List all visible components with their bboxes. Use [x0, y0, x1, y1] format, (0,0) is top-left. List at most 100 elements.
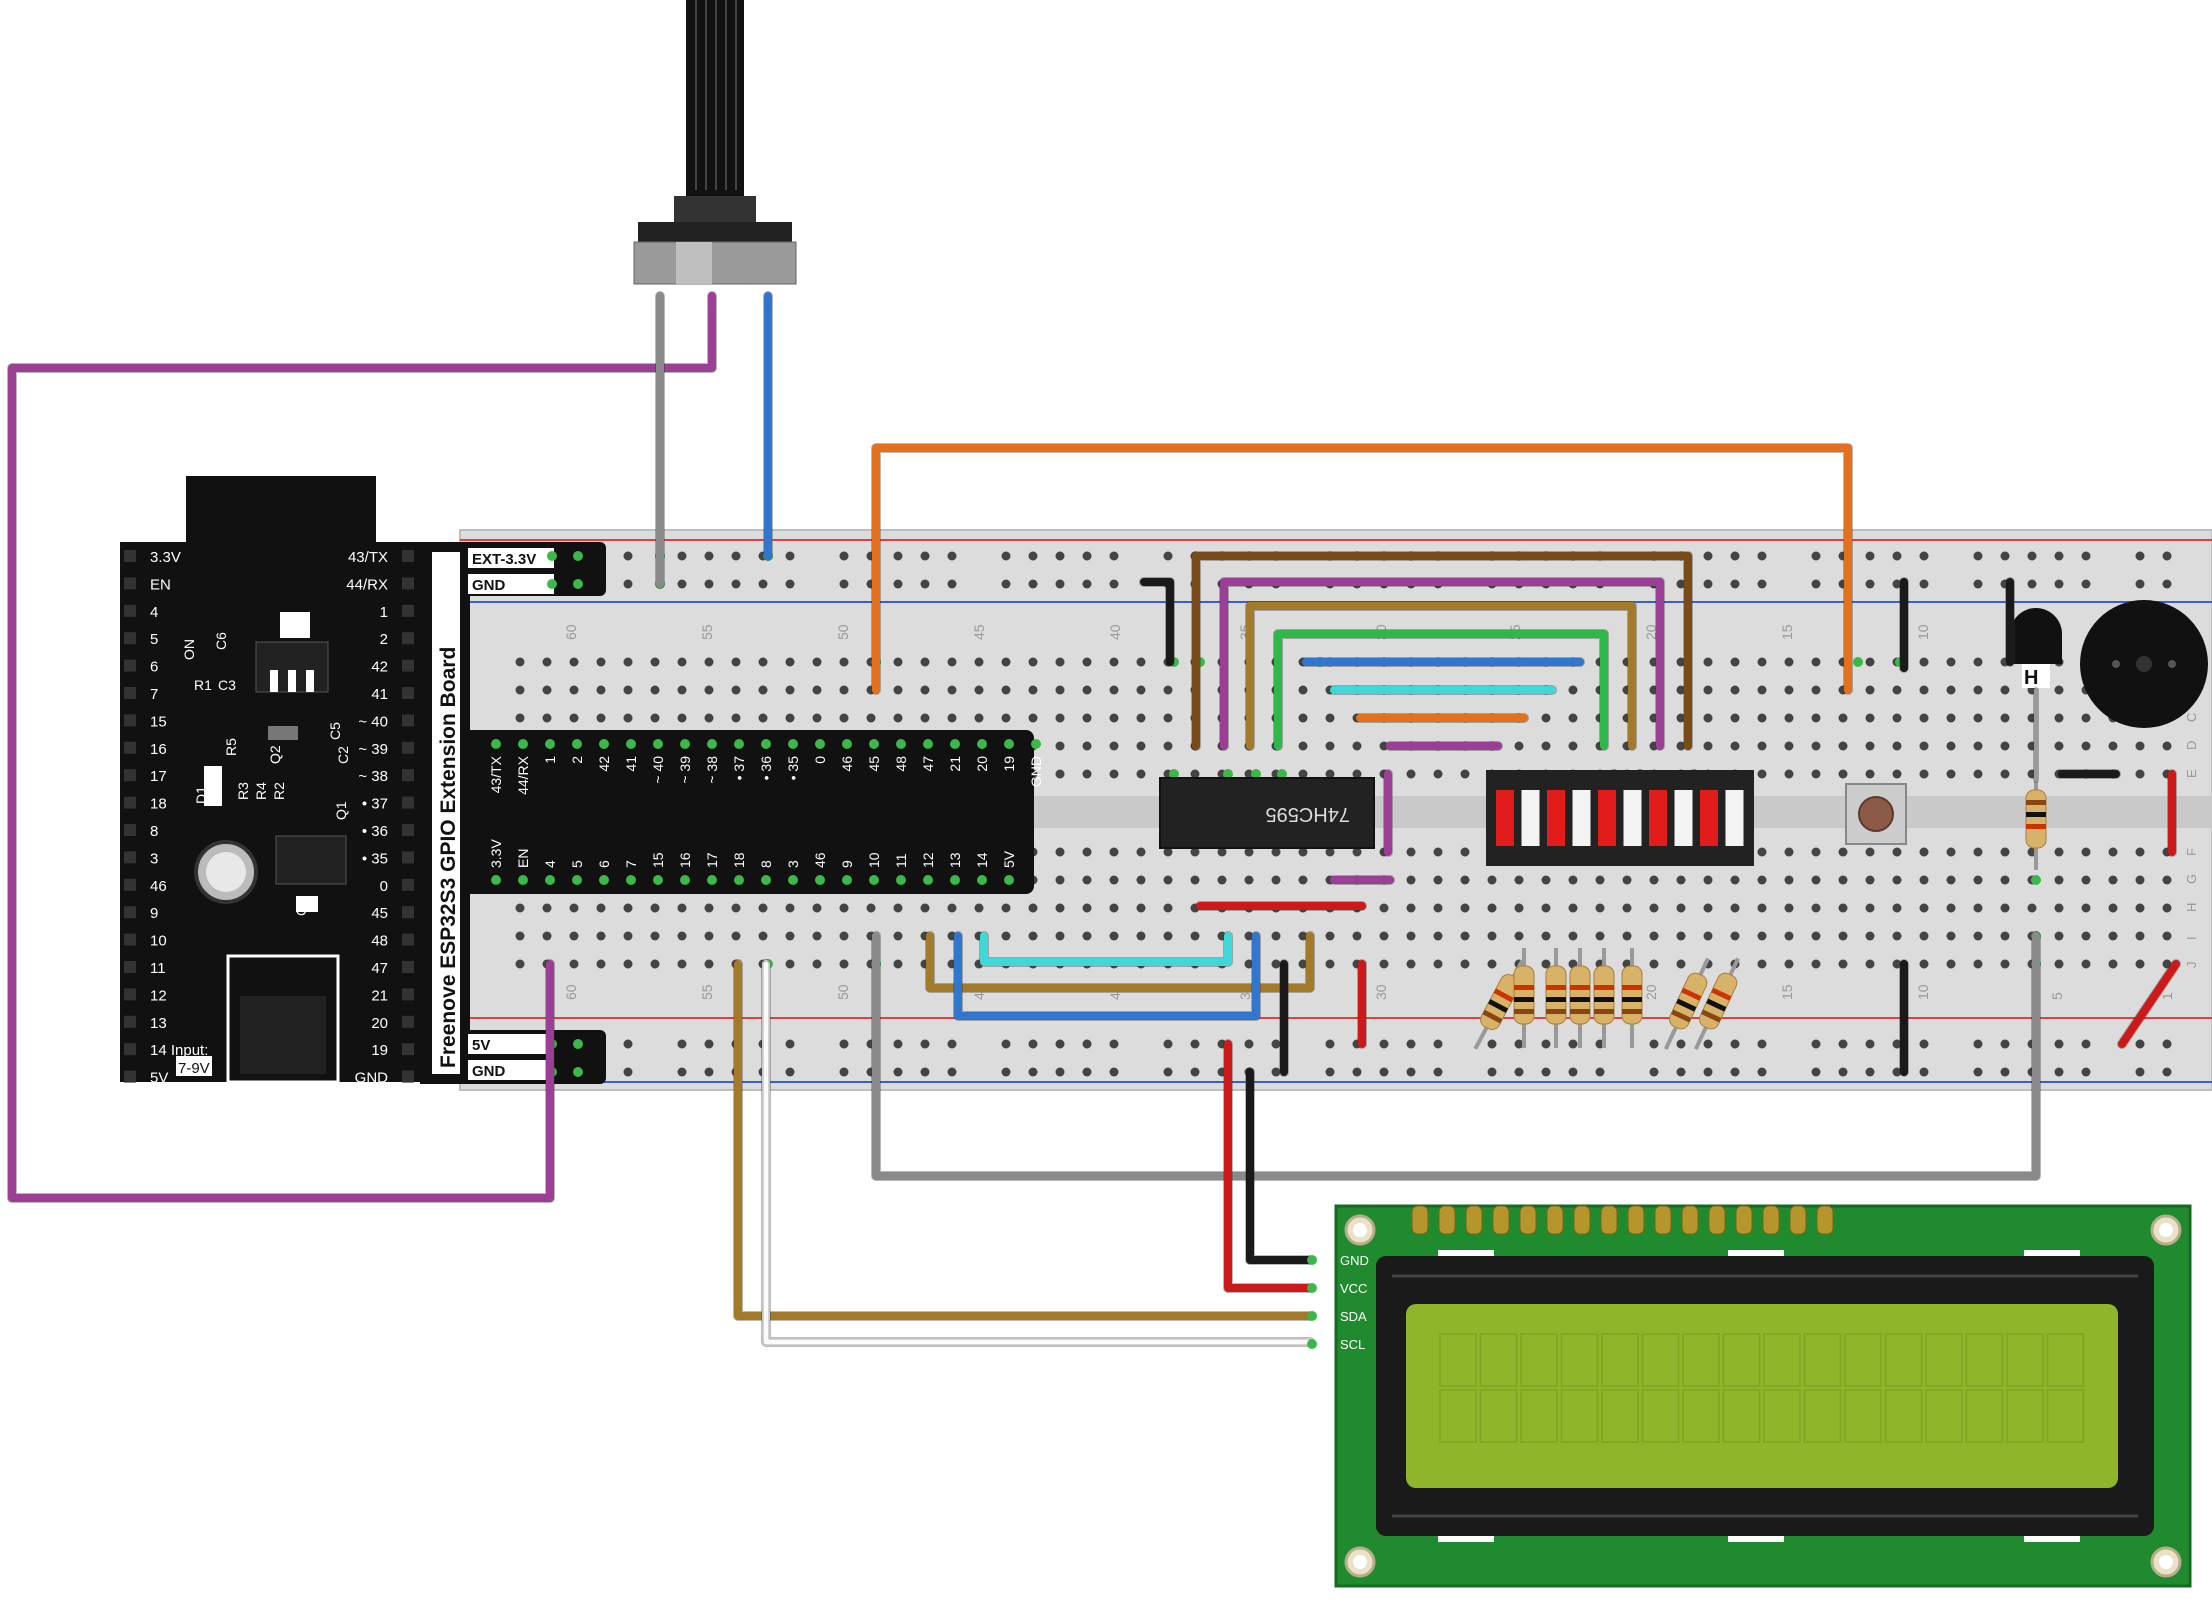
board-pin-label: 45	[371, 905, 388, 922]
column-number: 10	[1915, 984, 1931, 1000]
row-letter: C	[2184, 713, 2199, 722]
column-number: 60	[563, 984, 579, 1000]
led-bar-graph	[1486, 770, 1754, 866]
header-label: 6	[596, 860, 612, 868]
header-label: 18	[731, 852, 747, 868]
svg-text:H: H	[2024, 667, 2038, 689]
header-label: ~ 39	[677, 756, 693, 784]
board-pin-label: 2	[380, 631, 388, 648]
column-number: 15	[1779, 624, 1795, 640]
board-pin-label: 17	[150, 768, 167, 785]
header-label: 44/RX	[515, 755, 531, 795]
board-pin-label: 7	[150, 686, 158, 703]
board-pin-label: 5	[150, 631, 158, 648]
board-pin-label: • 36	[362, 823, 388, 840]
board-pin-label: 48	[371, 933, 388, 950]
shift-register-chip: 74HC595	[1159, 777, 1375, 849]
board-pin-label: ~ 39	[358, 741, 388, 758]
wires	[7, 291, 2181, 1347]
header-label: ~ 38	[704, 756, 720, 784]
header-label: 2	[569, 756, 585, 764]
lcd-pin-label: VCC	[1340, 1281, 1367, 1296]
column-number: 50	[835, 624, 851, 640]
header-label: 10	[866, 852, 882, 868]
column-number: 55	[699, 984, 715, 1000]
board-pin-label: ~ 38	[358, 768, 388, 785]
column-number: 40	[1107, 624, 1123, 640]
header-label: 11	[893, 853, 909, 868]
board-pin-label: 16	[150, 741, 167, 758]
column-number: 10	[1915, 624, 1931, 640]
header-label: 48	[893, 756, 909, 772]
header-label: 3.3V	[488, 839, 504, 868]
column-number: 5	[2049, 992, 2065, 1000]
board-pin-label: EN	[150, 576, 171, 593]
board-left-header	[124, 550, 136, 1083]
header-label: ~ 40	[650, 756, 666, 784]
component-label: C5	[327, 722, 343, 740]
board-pin-label: 4	[150, 604, 158, 621]
board-pin-label: • 37	[362, 796, 388, 813]
component-label: R1	[194, 677, 212, 693]
board-pin-label: 18	[150, 796, 167, 813]
row-letter: G	[2184, 874, 2199, 884]
header-label: • 36	[758, 756, 774, 781]
board-pin-label: • 35	[362, 850, 388, 867]
header-label: 14	[974, 852, 990, 868]
component-label: ON	[181, 639, 197, 660]
header-label: 46	[839, 756, 855, 772]
tag-gnd-top: GND	[472, 577, 506, 594]
header-label: 15	[650, 852, 666, 868]
header-label: EN	[515, 849, 531, 868]
column-number: 20	[1643, 984, 1659, 1000]
header-label: 17	[704, 852, 720, 868]
board-pin-label: 15	[150, 713, 167, 730]
board-pin-label: 42	[371, 659, 388, 676]
row-letter: E	[2184, 769, 2199, 778]
header-label: • 37	[731, 756, 747, 781]
board-pin-label: 41	[371, 686, 388, 703]
tag-ext-3v3: EXT-3.3V	[472, 551, 536, 568]
push-button	[1845, 783, 1907, 845]
board-right-header	[402, 550, 414, 1083]
resistor-vertical	[2025, 770, 2047, 870]
component-label: Q1	[333, 801, 349, 820]
board-pin-label: 13	[150, 1015, 167, 1032]
lcd-pin-label: SDA	[1340, 1309, 1367, 1324]
component-label: C3	[218, 677, 236, 693]
header-label: 5V	[1001, 850, 1017, 868]
row-letter: D	[2184, 741, 2199, 750]
chip-label: 74HC595	[1265, 803, 1350, 825]
row-letter: I	[2184, 936, 2199, 940]
buzzer	[2080, 600, 2208, 728]
column-number: 60	[563, 624, 579, 640]
header-label: 1	[542, 756, 558, 764]
board-pin-label: 46	[150, 878, 167, 895]
lcd-pin-label: SCL	[1340, 1337, 1365, 1352]
component-label: Q2	[267, 745, 283, 764]
board-pin-label: 5V	[150, 1070, 168, 1087]
transistor: H	[2010, 608, 2062, 689]
column-number: 15	[1779, 984, 1795, 1000]
header-label: 16	[677, 852, 693, 868]
component-label: C4	[293, 898, 309, 916]
component-label: C2	[335, 746, 351, 764]
board-pin-label: 1	[380, 604, 388, 621]
header-label: 42	[596, 756, 612, 772]
column-number: 30	[1373, 984, 1389, 1000]
header-label: GND	[1028, 756, 1044, 787]
header-label: 47	[920, 756, 936, 772]
board-pin-label: 8	[150, 823, 158, 840]
header-label: 12	[920, 852, 936, 868]
board-pin-label: 10	[150, 933, 167, 950]
column-number: 55	[699, 624, 715, 640]
board-pin-label: 9	[150, 905, 158, 922]
header-label: 8	[758, 860, 774, 868]
